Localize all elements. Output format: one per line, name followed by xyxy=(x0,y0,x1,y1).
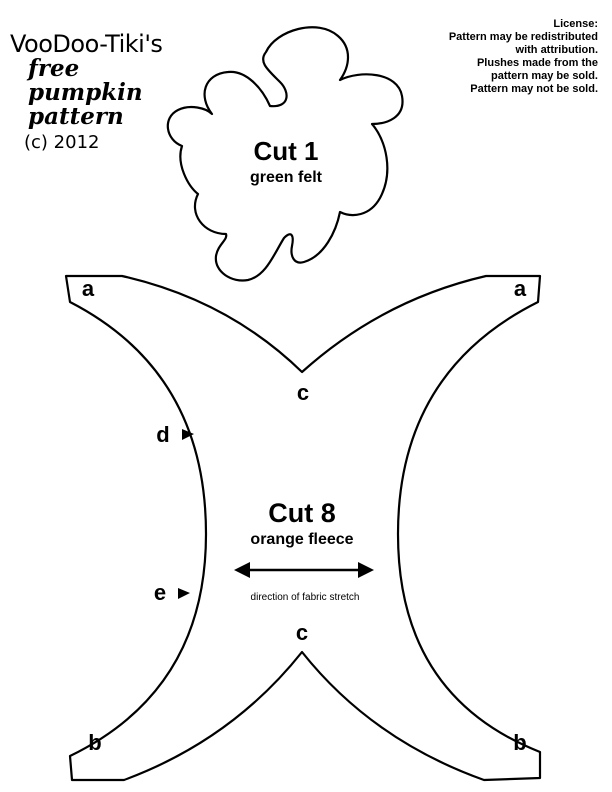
leaf-cut-label: Cut 1 xyxy=(254,136,319,166)
leaf-material-label: green felt xyxy=(250,169,323,186)
segment-cut-label: Cut 8 xyxy=(268,498,336,528)
marker-d: d xyxy=(156,422,169,447)
pumpkin-segment-outline xyxy=(64,274,542,782)
license-block: License: Pattern may be redistributed wi… xyxy=(449,18,598,96)
marker-b-left: b xyxy=(88,730,101,755)
copyright-notice: (c) 2012 xyxy=(24,131,100,153)
pattern-subtitle-pattern: pattern xyxy=(28,103,124,131)
notch-d-arrow xyxy=(182,429,194,440)
pattern-title-block: VooDoo-Tiki's free pumpkin pattern (c) 2… xyxy=(10,30,163,153)
marker-e: e xyxy=(154,580,166,605)
license-line: Pattern may be redistributed xyxy=(448,31,598,43)
marker-a-left: a xyxy=(82,276,95,301)
pattern-title: VooDoo-Tiki's xyxy=(10,30,163,58)
marker-a-right: a xyxy=(514,276,527,301)
notch-e-arrow xyxy=(178,588,190,599)
marker-c-bottom: c xyxy=(296,620,308,645)
stretch-direction-label: direction of fabric stretch xyxy=(251,592,360,603)
stretch-direction-arrow xyxy=(234,562,374,578)
leaf-outline xyxy=(166,26,404,282)
license-line: pattern may be sold. xyxy=(491,70,598,82)
pattern-subtitle-free: free xyxy=(28,55,80,83)
marker-b-right: b xyxy=(513,730,526,755)
marker-c-top: c xyxy=(297,380,309,405)
license-line: with attribution. xyxy=(515,44,598,56)
license-line: License: xyxy=(553,18,598,30)
license-line: Plushes made from the xyxy=(476,57,598,69)
segment-material-label: orange fleece xyxy=(250,531,353,548)
pattern-subtitle-pumpkin: pumpkin xyxy=(28,79,143,107)
license-line: Pattern may not be sold. xyxy=(470,83,598,95)
